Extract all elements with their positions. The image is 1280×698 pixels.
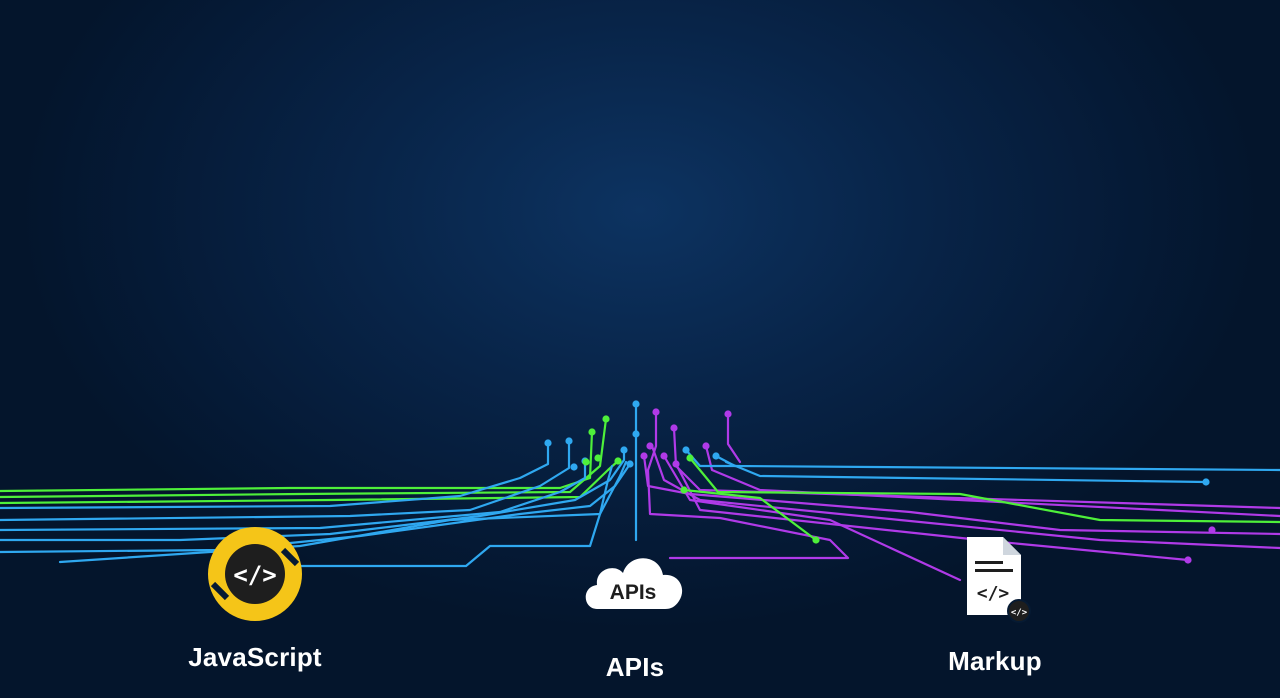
green-trace bbox=[688, 456, 1280, 524]
purple-trace-node bbox=[672, 460, 680, 468]
purple-trace-node bbox=[652, 408, 660, 416]
cloud-api-icon: APIs bbox=[585, 558, 683, 609]
blue-trace bbox=[0, 439, 571, 522]
blue-trace-node bbox=[632, 400, 640, 408]
apis-node: APIs APIs bbox=[570, 534, 700, 683]
green-trace bbox=[682, 488, 818, 542]
blue-trace bbox=[0, 442, 550, 510]
cloud-api-glyph: APIs bbox=[610, 581, 657, 604]
blue-trace-node bbox=[565, 437, 573, 445]
markup-label: Markup bbox=[948, 646, 1042, 676]
javascript-node: </> JavaScript bbox=[180, 524, 330, 673]
green-trace-node bbox=[582, 458, 590, 466]
purple-trace bbox=[642, 454, 1280, 536]
purple-trace-node bbox=[1184, 556, 1192, 564]
blue-trace-node bbox=[1202, 478, 1210, 486]
blue-trace bbox=[298, 464, 614, 568]
purple-trace bbox=[650, 444, 1280, 550]
purple-trace-node bbox=[660, 452, 668, 460]
code-document-icon: </> </> bbox=[967, 537, 1031, 623]
javascript-icon-glyph: </> bbox=[233, 561, 276, 589]
purple-trace-node bbox=[646, 442, 654, 450]
purple-trace-node bbox=[670, 424, 678, 432]
green-trace-node bbox=[594, 454, 602, 462]
blue-trace bbox=[0, 448, 626, 542]
javascript-label: JavaScript bbox=[188, 642, 322, 672]
purple-trace-node bbox=[724, 410, 732, 418]
blue-trace bbox=[714, 454, 1280, 472]
code-badge-glyph: </> bbox=[1011, 608, 1028, 618]
green-trace bbox=[0, 417, 608, 499]
purple-trace bbox=[726, 412, 742, 464]
purple-trace-node bbox=[640, 452, 648, 460]
blue-trace-node bbox=[544, 439, 552, 447]
purple-trace bbox=[674, 462, 1190, 562]
purple-trace bbox=[646, 410, 850, 560]
blue-trace bbox=[724, 460, 1208, 484]
green-trace-node bbox=[614, 457, 622, 465]
purple-trace-node bbox=[702, 442, 710, 450]
green-trace-node bbox=[602, 415, 610, 423]
green-trace-node bbox=[588, 428, 596, 436]
blue-trace bbox=[0, 459, 587, 532]
green-trace-node bbox=[686, 454, 694, 462]
code-document-glyph: </> bbox=[977, 583, 1010, 604]
purple-trace-node bbox=[1208, 526, 1216, 534]
blue-trace-node bbox=[626, 460, 634, 468]
markup-node: </> </> Markup bbox=[930, 528, 1060, 677]
purple-trace bbox=[704, 444, 1280, 518]
javascript-icon: </> bbox=[208, 527, 302, 621]
blue-trace-node bbox=[620, 446, 628, 454]
blue-trace-node bbox=[570, 463, 578, 471]
green-trace-node bbox=[812, 536, 820, 544]
blue-trace-node bbox=[682, 446, 690, 454]
apis-label: APIs bbox=[605, 652, 665, 682]
purple-trace bbox=[662, 454, 962, 582]
green-trace bbox=[0, 430, 594, 493]
blue-trace-node bbox=[712, 452, 720, 460]
blue-trace-node bbox=[632, 430, 640, 438]
green-trace-node bbox=[680, 486, 688, 494]
